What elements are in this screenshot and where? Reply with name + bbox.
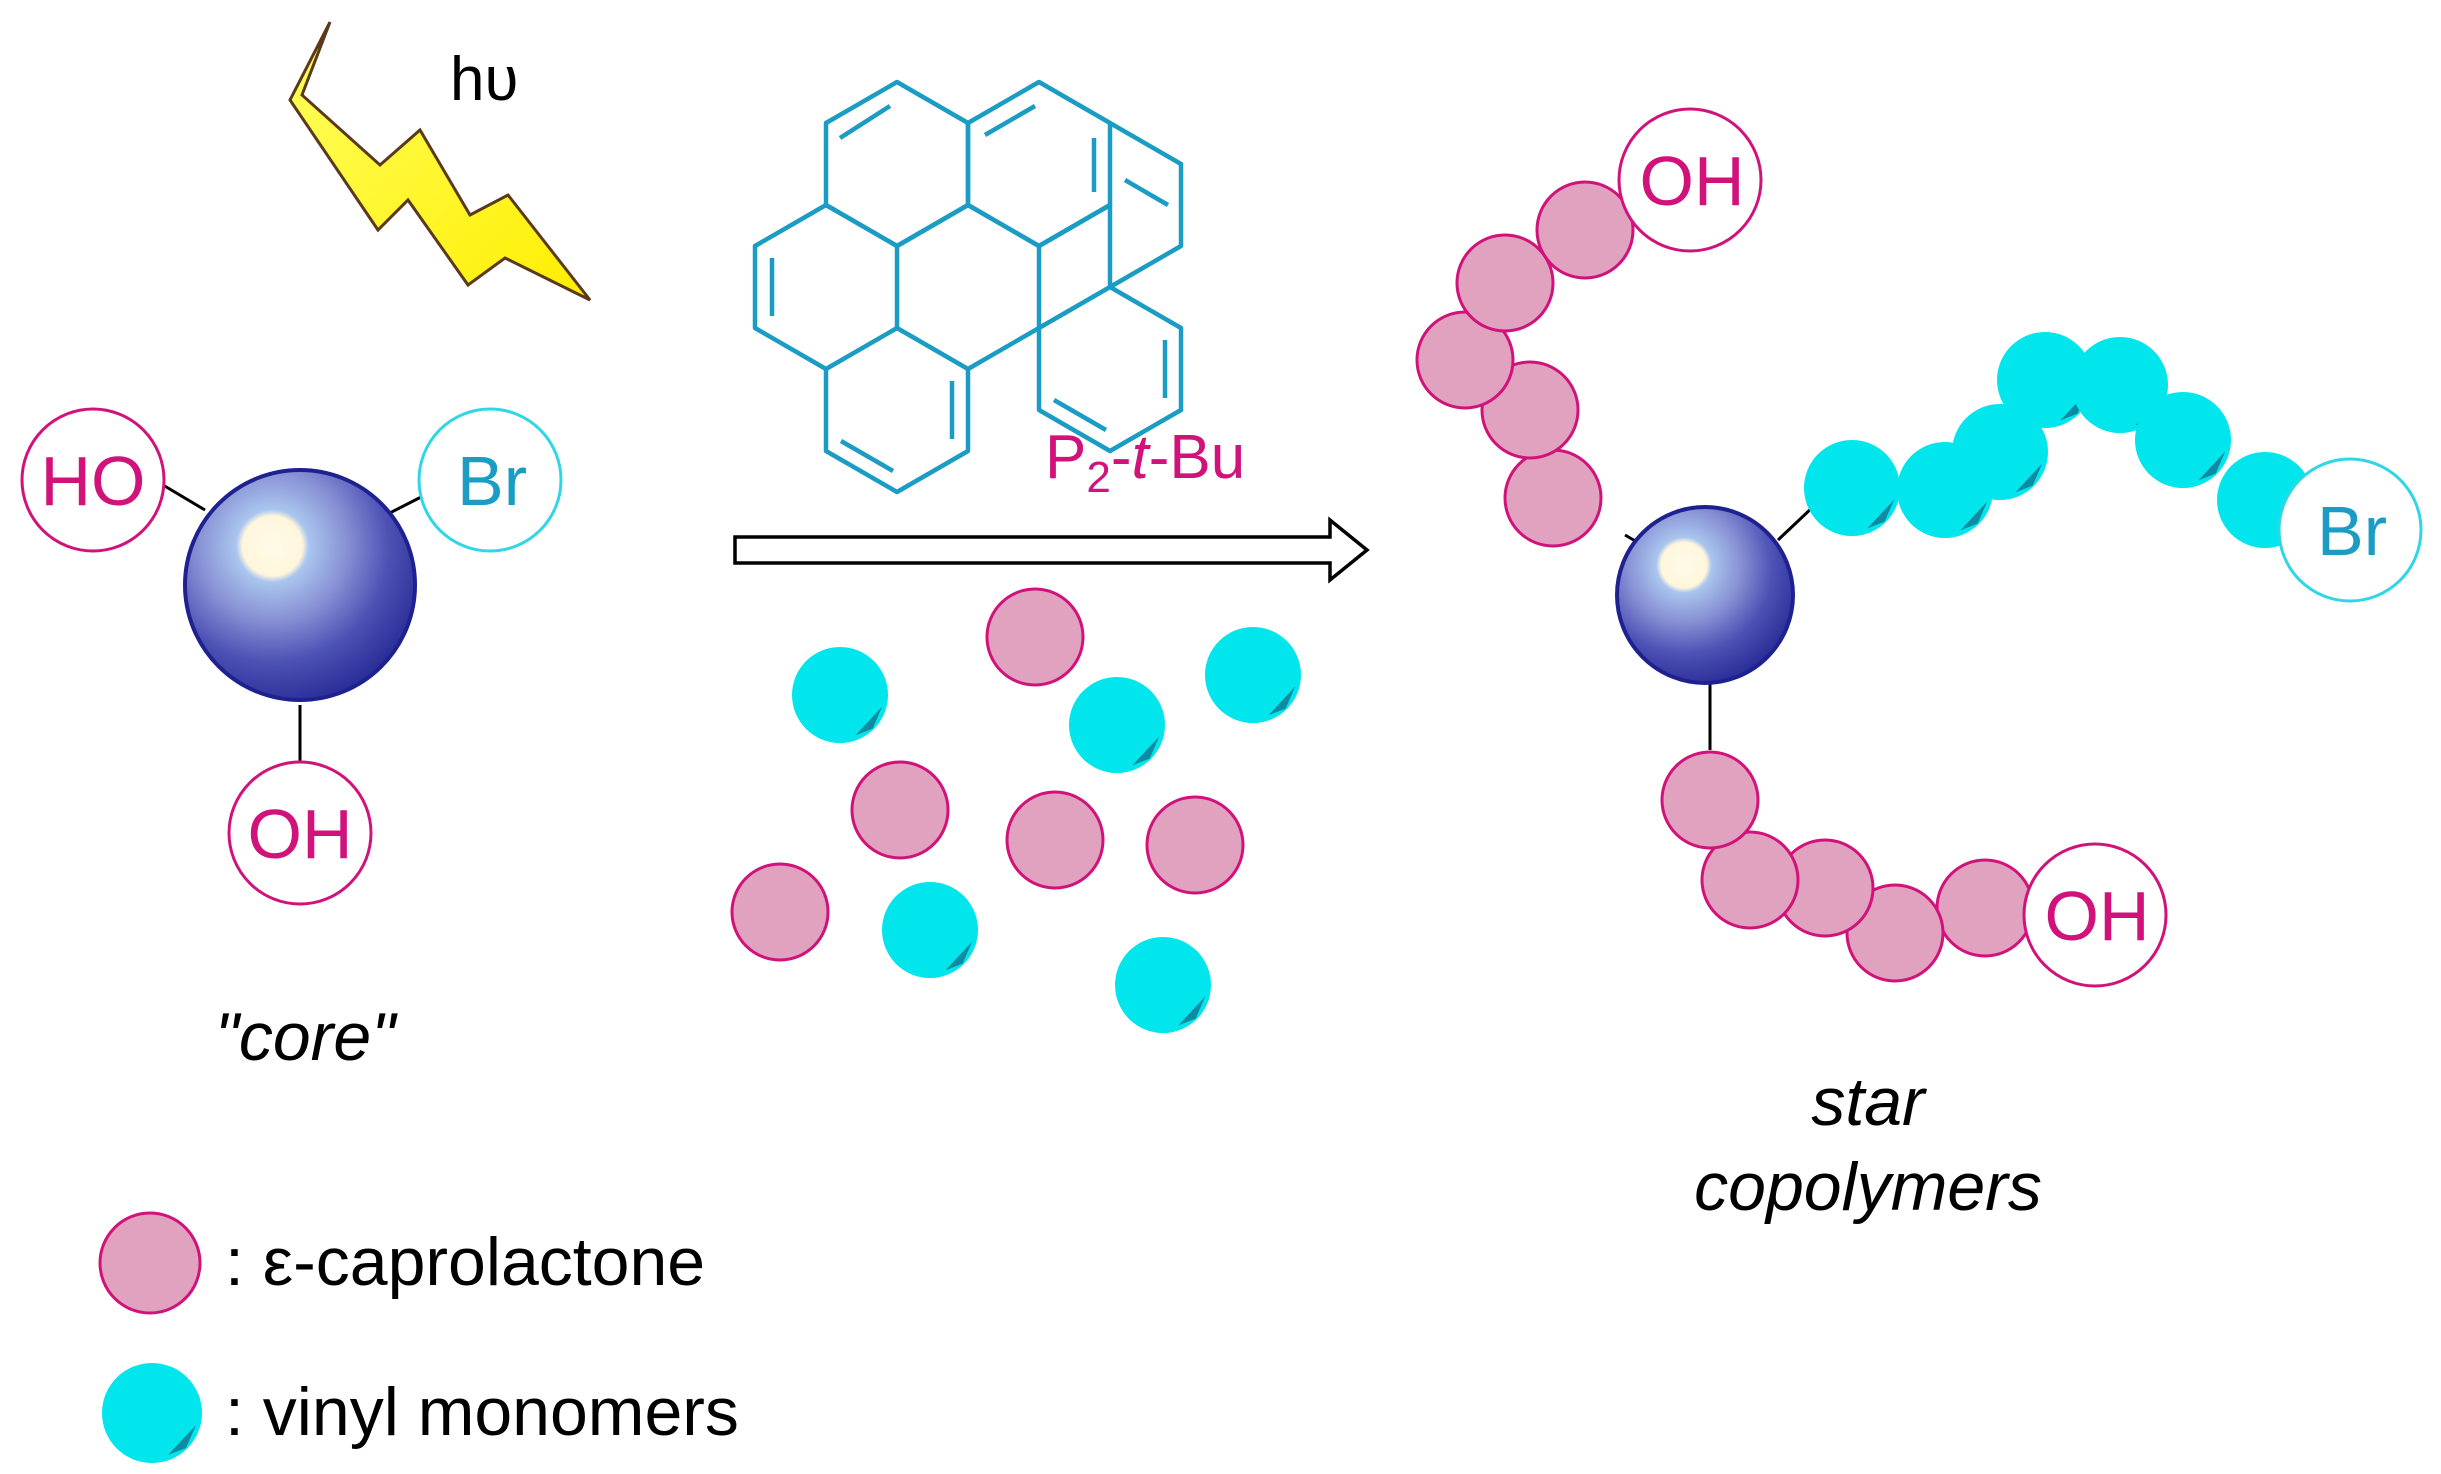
product-oh-bottom-label: OH xyxy=(2045,877,2150,955)
lightning-bolt-icon xyxy=(288,21,592,302)
chain-caprolactone-bead xyxy=(1503,448,1603,548)
product-core-sphere xyxy=(1615,505,1795,685)
product-oh-top-label: OH xyxy=(1640,142,1745,220)
star-copolymer: OH Br OH xyxy=(1415,107,2423,988)
core-br-label: Br xyxy=(457,442,527,520)
core-caption: "core" xyxy=(215,999,398,1075)
chain-caprolactone-bead xyxy=(1700,830,1800,930)
free-caprolactone-bead xyxy=(1005,790,1105,890)
free-vinyl-bead xyxy=(792,647,888,743)
free-monomers xyxy=(730,587,1301,1033)
free-caprolactone-bead xyxy=(850,760,950,860)
core-ho-label: HO xyxy=(41,442,146,520)
legend: : ε-caprolactone : vinyl monomers xyxy=(98,1211,739,1463)
legend-label-caprolactone: : ε-caprolactone xyxy=(225,1224,705,1300)
product-br-label: Br xyxy=(2317,492,2387,570)
free-vinyl-bead xyxy=(1115,937,1211,1033)
free-vinyl-bead xyxy=(1069,677,1165,773)
free-vinyl-bead xyxy=(1205,627,1301,723)
polymer-chains xyxy=(1415,180,2313,983)
free-caprolactone-bead xyxy=(1145,795,1245,895)
chain-vinyl-bead xyxy=(1804,440,1900,536)
free-caprolactone-bead xyxy=(730,862,830,962)
chain-caprolactone-bead xyxy=(1535,180,1635,280)
product-br-group xyxy=(2277,457,2423,603)
light-label: hυ xyxy=(450,45,518,114)
chain-caprolactone-bead xyxy=(1935,858,2035,958)
reaction-arrow xyxy=(733,516,1370,584)
product-oh-top-group xyxy=(1617,107,1763,253)
legend-pink-bead xyxy=(98,1211,202,1315)
chain-vinyl-bead xyxy=(1952,404,2048,500)
product-oh-bottom-group xyxy=(2022,842,2168,988)
chain-vinyl-bead xyxy=(2135,392,2231,488)
legend-cyan-bead xyxy=(102,1363,202,1463)
chain-caprolactone-bead xyxy=(1455,233,1555,333)
product-caption-line2: copolymers xyxy=(1694,1149,2042,1225)
legend-cyan-bead-shine xyxy=(168,1425,196,1455)
free-caprolactone-bead xyxy=(985,587,1085,687)
core-sphere xyxy=(183,468,417,702)
product-caption-line1: star xyxy=(1811,1064,1927,1140)
core-molecule: HO Br OH xyxy=(20,407,563,906)
core-br-group xyxy=(417,407,563,553)
core-oh-group xyxy=(227,760,373,906)
chain-caprolactone-bead xyxy=(1845,883,1945,983)
free-vinyl-bead xyxy=(882,882,978,978)
core-ho-group xyxy=(20,407,166,553)
legend-label-vinyl: : vinyl monomers xyxy=(225,1374,739,1450)
catalyst-label: P2-t-Bu xyxy=(1045,423,1245,502)
legend-item-vinyl: : vinyl monomers xyxy=(102,1363,739,1463)
core-oh-label: OH xyxy=(248,795,353,873)
legend-item-caprolactone: : ε-caprolactone xyxy=(98,1211,705,1315)
chain-caprolactone-bead xyxy=(1660,750,1760,850)
perylene-structure xyxy=(752,79,1184,495)
